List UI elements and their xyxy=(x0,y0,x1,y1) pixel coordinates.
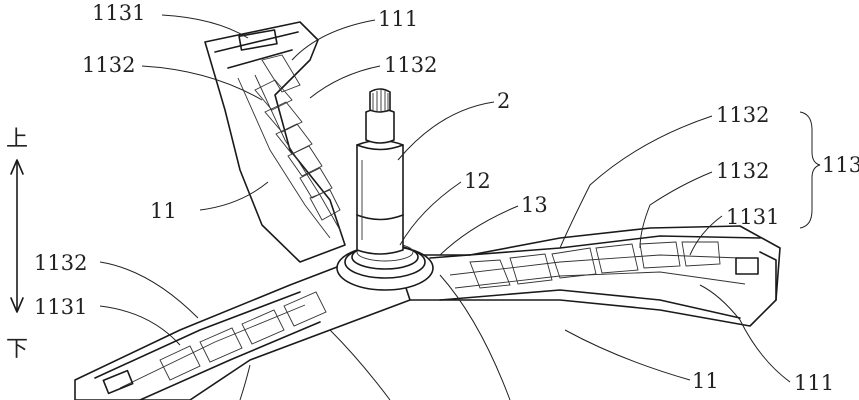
label-1132-right-1: 1132 xyxy=(716,103,769,127)
label-2: 2 xyxy=(497,89,510,113)
upper-arm xyxy=(204,21,346,263)
label-1132-top-middle: 1132 xyxy=(384,53,437,77)
shaft xyxy=(356,88,404,255)
up-down-indicator: 上 下 xyxy=(6,127,28,362)
reference-labels: 1131 111 1132 1132 2 1132 1132 113 1131 … xyxy=(34,1,859,395)
label-13: 13 xyxy=(521,193,548,217)
label-1132-top-left: 1132 xyxy=(82,53,135,77)
direction-down-label: 下 xyxy=(6,337,28,362)
label-1131-top: 1131 xyxy=(92,1,145,25)
label-111-top: 111 xyxy=(378,7,418,31)
leader-lines xyxy=(99,14,821,400)
label-1131-left: 1131 xyxy=(34,295,87,319)
label-12: 12 xyxy=(464,169,491,193)
label-113: 113 xyxy=(822,153,859,177)
lower-left-arm xyxy=(74,261,411,400)
direction-up-label: 上 xyxy=(6,127,28,152)
label-111-bottom: 111 xyxy=(794,371,834,395)
right-arm xyxy=(394,225,781,327)
label-1131-right: 1131 xyxy=(726,205,779,229)
label-11-left: 11 xyxy=(150,199,177,223)
label-11-bottom: 11 xyxy=(692,369,719,393)
label-1132-right-2: 1132 xyxy=(716,159,769,183)
label-1132-left: 1132 xyxy=(34,251,87,275)
